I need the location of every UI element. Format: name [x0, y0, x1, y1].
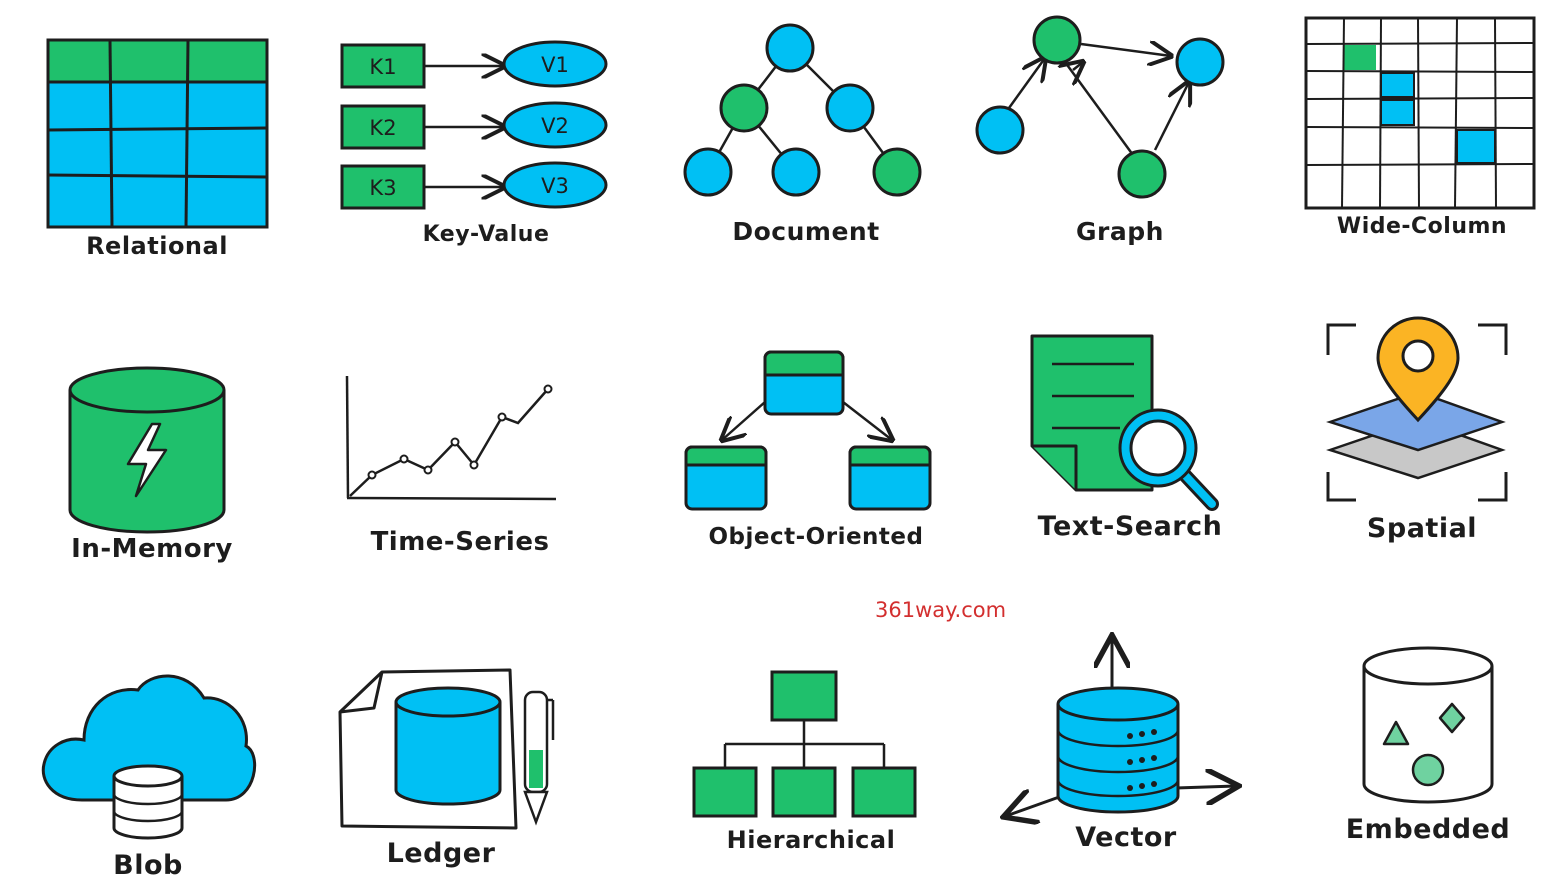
graph-icon — [975, 15, 1225, 199]
tree-icon — [683, 23, 922, 197]
time-series-label: Time-Series — [370, 527, 550, 557]
in-memory-label: In-Memory — [71, 534, 233, 564]
value-label: V3 — [541, 174, 569, 198]
object-hierarchy-icon — [684, 350, 932, 511]
embedded-label: Embedded — [1345, 814, 1511, 845]
object-oriented-label: Object-Oriented — [708, 524, 924, 550]
key-value-icon: K1 K2 K3 V1 V2 V3 — [340, 40, 608, 210]
blob-label: Blob — [113, 850, 183, 881]
grid-icon — [1304, 16, 1536, 210]
relational-label: Relational — [86, 232, 228, 260]
hierarchical-panel: Hierarchical — [670, 600, 960, 892]
vector-label: Vector — [1075, 822, 1177, 853]
database-axes-icon — [990, 600, 1260, 892]
key-label: K1 — [369, 55, 396, 79]
graph-label: Graph — [1076, 217, 1164, 246]
cloud-database-icon — [41, 674, 257, 840]
org-chart-icon — [692, 670, 917, 818]
watermark: 361way.com — [875, 598, 1007, 622]
key-value-label: Key-Value — [422, 222, 550, 247]
spatial-label: Spatial — [1366, 513, 1478, 544]
value-label: V1 — [541, 53, 569, 77]
object-oriented-panel: Object-Oriented — [670, 300, 960, 590]
document-magnifier-icon — [1030, 334, 1219, 511]
wide-column-label: Wide-Column — [1336, 214, 1508, 239]
ledger-panel: Ledger — [320, 600, 630, 892]
key-label: K3 — [369, 176, 396, 200]
text-search-panel: Text-Search — [1010, 300, 1270, 590]
hierarchical-label: Hierarchical — [726, 826, 896, 854]
blob-panel: Blob — [0, 600, 310, 892]
spatial-panel: Spatial — [1290, 300, 1567, 590]
graph-panel: Graph — [965, 0, 1265, 290]
time-series-panel: Time-Series — [320, 300, 630, 590]
relational-panel: Relational — [0, 0, 310, 290]
in-memory-panel: In-Memory — [0, 300, 310, 590]
table-icon — [46, 38, 269, 229]
value-label: V2 — [541, 114, 569, 138]
lightning-cylinder-icon — [68, 366, 226, 534]
wide-column-panel: Wide-Column — [1285, 0, 1567, 290]
document-label: Document — [732, 217, 880, 246]
key-value-panel: K1 K2 K3 V1 V2 V3 Key-Value — [320, 0, 630, 290]
key-label: K2 — [369, 116, 396, 140]
vector-panel: Vector — [990, 600, 1260, 892]
line-chart-icon — [345, 375, 557, 501]
text-search-label: Text-Search — [1037, 511, 1223, 542]
ledger-pen-icon — [338, 668, 555, 830]
document-panel: Document — [640, 0, 960, 290]
embedded-panel: Embedded — [1290, 600, 1567, 892]
ledger-label: Ledger — [386, 838, 496, 869]
shapes-cylinder-icon — [1362, 646, 1494, 804]
map-pin-layers-icon — [1326, 316, 1508, 502]
